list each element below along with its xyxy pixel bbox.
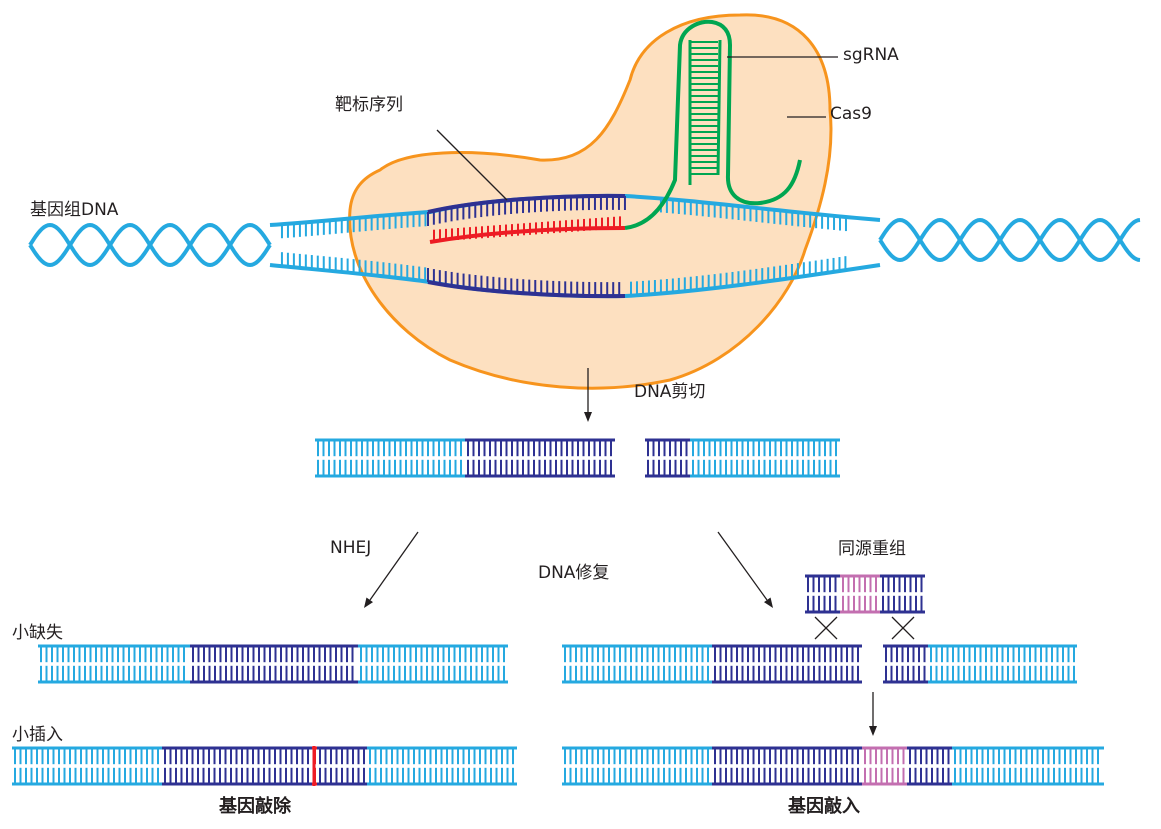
genomic-dna-top xyxy=(28,193,1141,299)
arrow-hr-line xyxy=(717,531,768,601)
dna-helix-right xyxy=(878,217,1141,263)
gene-knockin-dna xyxy=(562,746,1104,786)
label-genomic-dna: 基因组DNA xyxy=(30,200,119,220)
pointer-target-sequence xyxy=(436,129,508,201)
sgrna-structure xyxy=(429,19,802,244)
arrow-cleavage-head xyxy=(584,412,592,422)
crossover-mark-right xyxy=(891,616,915,640)
small-deletion-dna xyxy=(38,644,508,684)
hr-cut-right xyxy=(883,644,1077,684)
label-sgrna: sgRNA xyxy=(843,45,899,65)
hr-products xyxy=(562,574,1104,786)
nhej-products xyxy=(12,644,517,786)
cleaved-dna xyxy=(315,438,840,478)
arrow-nhej-head xyxy=(364,597,374,608)
small-insertion-dna xyxy=(12,746,517,786)
dna-helix-left xyxy=(28,222,272,268)
sgrna-stem-inner-right xyxy=(716,39,722,176)
pointer-lines-arrows xyxy=(364,56,915,736)
arrow-knockin-head xyxy=(869,726,877,736)
label-cas9: Cas9 xyxy=(830,104,872,124)
label-dna-repair: DNA修复 xyxy=(538,563,610,583)
crossover-mark-left xyxy=(814,616,838,640)
label-gene-knockin: 基因敲入 xyxy=(788,796,860,817)
sgrna-scaffold-green xyxy=(624,19,802,230)
label-homologous-recombination: 同源重组 xyxy=(838,539,906,559)
arrow-hr-head xyxy=(763,597,773,608)
arrow-nhej-line xyxy=(369,531,419,601)
cleaved-fragment-right xyxy=(645,438,840,478)
cleaved-fragment-left xyxy=(315,438,615,478)
label-target-sequence: 靶标序列 xyxy=(335,95,403,115)
hr-cut-left xyxy=(562,644,862,684)
label-dna-cleavage: DNA剪切 xyxy=(634,382,706,402)
donor-template-dna xyxy=(805,574,925,614)
label-nhej: NHEJ xyxy=(330,538,372,558)
label-small-deletion: 小缺失 xyxy=(12,623,63,643)
label-small-insertion: 小插入 xyxy=(12,725,63,745)
dna-helix-right xyxy=(878,217,1141,263)
label-gene-knockout: 基因敲除 xyxy=(219,796,291,817)
